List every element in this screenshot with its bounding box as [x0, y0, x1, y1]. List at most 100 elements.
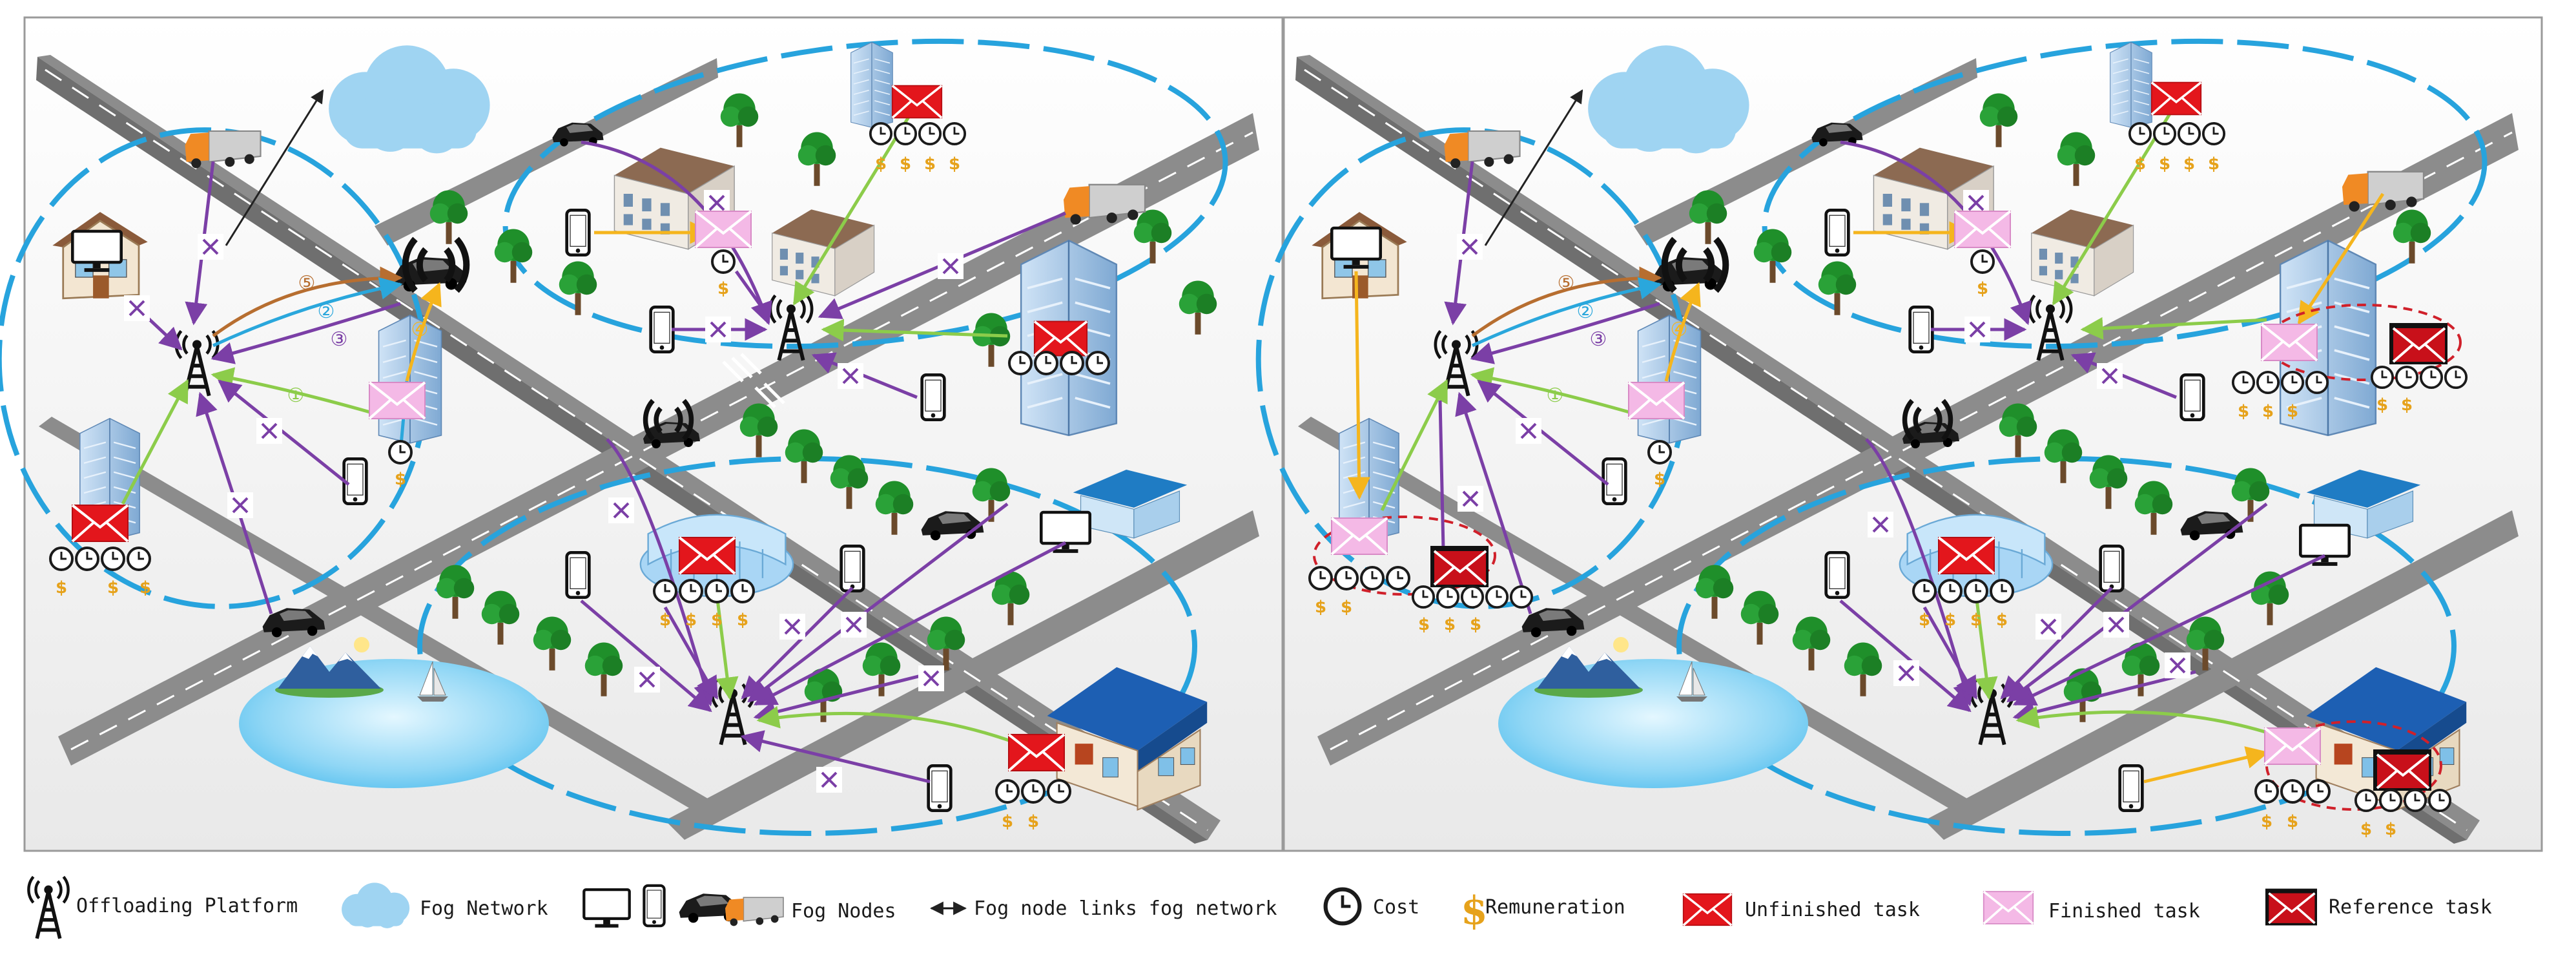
- legend-link: Fog node links fog network: [974, 897, 1277, 920]
- legend-unfinished-task: Unfinished task: [1745, 899, 1920, 921]
- envelope-icon: [71, 504, 129, 543]
- svg-text:$: $: [1654, 470, 1665, 489]
- clock-icon: [1326, 890, 1360, 924]
- svg-text:$: $: [1970, 610, 1982, 630]
- envelope-icon: [891, 84, 943, 120]
- svg-text:$: $: [2287, 402, 2298, 421]
- svg-text:$: $: [107, 578, 119, 598]
- blocked-link-icon: [836, 362, 865, 390]
- blocked-link-icon: [2163, 651, 2192, 680]
- envelope-icon: [1007, 733, 1066, 772]
- phone-icon[interactable]: [1603, 459, 1626, 503]
- envelope-icon: [2373, 749, 2431, 791]
- phone-icon[interactable]: [567, 552, 590, 597]
- envelope-icon: [1682, 893, 1733, 926]
- step-marker-3: ③: [331, 328, 348, 351]
- legend-fog-network: Fog Network: [420, 897, 548, 920]
- step-marker-5: ⑤: [298, 272, 316, 295]
- blocked-link-icon: [1456, 233, 1484, 261]
- envelope-icon: [694, 210, 752, 249]
- svg-text:$: $: [1315, 598, 1326, 617]
- blocked-link-icon: [936, 252, 965, 280]
- svg-text:$: $: [1919, 610, 1930, 630]
- envelope-icon: [2389, 323, 2447, 364]
- legend-remuneration: Remuneration: [1485, 896, 1625, 919]
- phone-icon[interactable]: [929, 766, 951, 810]
- blocked-link-icon: [778, 612, 807, 641]
- panel-before: ⑤ ② ③ ① ④ $ $ $ $ $ $ $ $ $: [0, 16, 1284, 852]
- svg-text:$: $: [2376, 395, 2388, 415]
- svg-text:$: $: [717, 279, 729, 298]
- svg-text:$: $: [1444, 615, 1456, 634]
- step-marker-1: ①: [287, 384, 305, 407]
- svg-text:$: $: [2208, 154, 2220, 174]
- cost-remuneration-left: $$$ $ $ $$$$ $$$$ $$: [49, 121, 1110, 831]
- blocked-link-icon: [917, 664, 945, 693]
- legend-cost: Cost: [1373, 896, 1419, 919]
- svg-text:$: $: [659, 610, 671, 630]
- step-markers: ⑤ ② ③ ① ④: [1547, 272, 1688, 407]
- svg-text:$: $: [949, 154, 960, 174]
- blocked-link-icon: [1514, 417, 1543, 445]
- envelope-icon: [1953, 210, 2012, 249]
- lake: [239, 659, 549, 788]
- cloud-icon: [342, 882, 410, 928]
- svg-text:$: $: [1944, 610, 1956, 630]
- step-marker-4: ④: [1671, 318, 1688, 341]
- blocked-link-icon: [2096, 362, 2124, 390]
- envelope-icon: [1627, 381, 1685, 420]
- blocked-link-icon: [2102, 610, 2130, 639]
- legend-finished-task: Finished task: [2048, 900, 2200, 923]
- phone-icon[interactable]: [344, 459, 367, 503]
- antenna-icon: [28, 877, 68, 939]
- envelope-icon: [2263, 727, 2322, 766]
- blocked-link-icon: [840, 610, 868, 639]
- phone-icon[interactable]: [1826, 552, 1849, 597]
- envelope-icon: [2265, 888, 2317, 926]
- blocked-link-icon: [1456, 485, 1485, 513]
- step-markers: ⑤ ② ③ ① ④: [287, 272, 429, 407]
- blocked-link-icon: [226, 491, 254, 519]
- envelope-icon: [1430, 546, 1489, 587]
- svg-text:$: $: [685, 610, 697, 630]
- legend-reference-task: Reference task: [2329, 896, 2492, 919]
- svg-text:$: $: [1027, 812, 1039, 831]
- svg-text:$: $: [1002, 812, 1013, 831]
- svg-text:$: $: [1341, 598, 1352, 617]
- phone-icon[interactable]: [922, 375, 945, 419]
- svg-text:$: $: [900, 154, 911, 174]
- phone-icon[interactable]: [2120, 766, 2143, 810]
- building-icon: [2109, 41, 2153, 129]
- phone-icon[interactable]: [567, 210, 590, 255]
- phone-icon[interactable]: [1826, 210, 1849, 255]
- panel-after: ⑤ ② ③ ① ④ $ $ $ $ $: [1255, 16, 2543, 852]
- building-icon: [1638, 315, 1701, 443]
- blocked-link-icon: [607, 496, 635, 525]
- svg-text:$: $: [2238, 402, 2249, 421]
- phone-icon[interactable]: [2101, 546, 2123, 590]
- phone-icon[interactable]: [651, 307, 674, 351]
- step-marker-3: ③: [1590, 328, 1607, 351]
- svg-text:$: $: [737, 610, 748, 630]
- lake: [1498, 659, 1808, 788]
- envelope-icon: [1983, 890, 2034, 925]
- envelope-icon: [2260, 323, 2318, 362]
- svg-text:$: $: [875, 154, 887, 174]
- phone-icon[interactable]: [2181, 375, 2204, 419]
- blocked-link-icon: [1963, 315, 1992, 344]
- blocked-link-icon: [123, 294, 151, 322]
- blocked-link-icon: [633, 665, 661, 694]
- envelope-icon: [678, 536, 736, 575]
- svg-text:$: $: [2401, 395, 2413, 415]
- svg-text:$: $: [2183, 154, 2195, 174]
- legend-offloading-platform: Offloading Platform: [76, 895, 298, 917]
- svg-text:$: $: [2134, 154, 2146, 174]
- step-marker-1: ①: [1547, 384, 1564, 407]
- legend: Offloading Platform Fog Network Fog Node…: [28, 877, 2492, 939]
- svg-text:$: $: [1418, 615, 1430, 634]
- step-marker-5: ⑤: [1558, 272, 1575, 295]
- svg-text:$: $: [2287, 812, 2298, 831]
- phone-icon[interactable]: [841, 546, 864, 590]
- phone-icon[interactable]: [1910, 307, 1933, 351]
